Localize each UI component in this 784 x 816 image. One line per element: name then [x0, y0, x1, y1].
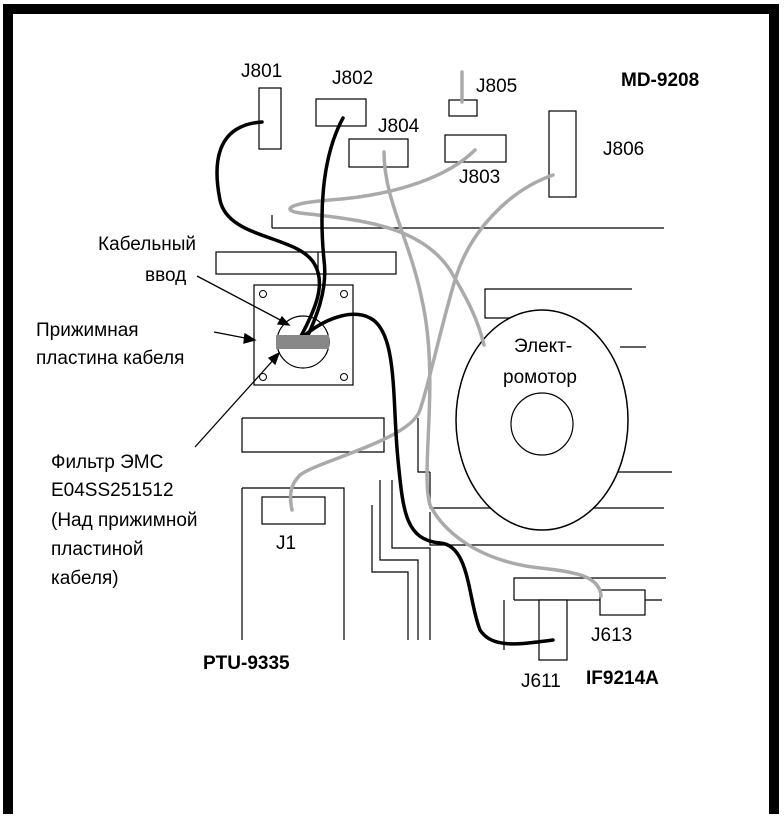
ptu-board-outline — [242, 487, 345, 640]
label-j613: J613 — [591, 625, 632, 646]
label-filter-5: кабеля) — [51, 568, 119, 589]
label-clamp-plate-2: пластина кабеля — [36, 348, 184, 369]
cable-j804 — [382, 150, 603, 598]
label-cable-entry-1: Кабельный — [98, 234, 196, 255]
label-j802: J802 — [332, 68, 373, 89]
label-j1: J1 — [276, 533, 296, 554]
black-cables — [215, 116, 555, 646]
motor — [455, 309, 629, 531]
label-j804: J804 — [378, 116, 420, 137]
board-md-label: MD-9208 — [621, 70, 699, 91]
j611-connector — [538, 599, 568, 661]
label-filter-1: Фильтр ЭМС — [51, 452, 163, 473]
j613-connector — [599, 589, 646, 616]
emc-filter — [276, 335, 329, 349]
label-filter-3: (Над прижимной — [51, 510, 198, 531]
label-j803: J803 — [459, 167, 500, 188]
label-filter-4: пластиной — [51, 539, 143, 560]
label-j806: J806 — [603, 139, 644, 160]
labels: MD-9208 PTU-9335 IF9214A J801 J802 J805 … — [36, 61, 699, 692]
board-if-label: IF9214A — [586, 668, 659, 689]
if-board-outline — [513, 577, 666, 600]
label-clamp-plate-1: Прижимная — [36, 320, 139, 341]
j801-connector — [258, 87, 282, 150]
label-j805: J805 — [476, 76, 517, 97]
label-j801: J801 — [241, 61, 282, 82]
cable-j801 — [215, 120, 322, 340]
cable-j611 — [303, 312, 555, 646]
cable-j802 — [303, 116, 345, 344]
cable-j806 — [288, 173, 555, 512]
connectors — [258, 87, 646, 661]
j804-connector — [348, 138, 409, 168]
bracket-lower — [241, 417, 385, 453]
bracket-upper — [215, 251, 397, 275]
label-filter-2: E04SS251512 — [51, 480, 174, 501]
label-cable-entry-2: ввод — [145, 265, 186, 286]
j806-connector — [548, 110, 577, 198]
cable-j803-motor — [288, 148, 486, 347]
motor-shaft — [510, 392, 574, 456]
pointer-arrows — [194, 275, 291, 448]
label-j611: J611 — [521, 671, 561, 692]
label-motor-2: ромотор — [503, 367, 577, 388]
label-motor-1: Элект- — [514, 336, 572, 357]
grey-cables — [288, 70, 603, 598]
board-ptu-label: PTU-9335 — [203, 653, 290, 674]
